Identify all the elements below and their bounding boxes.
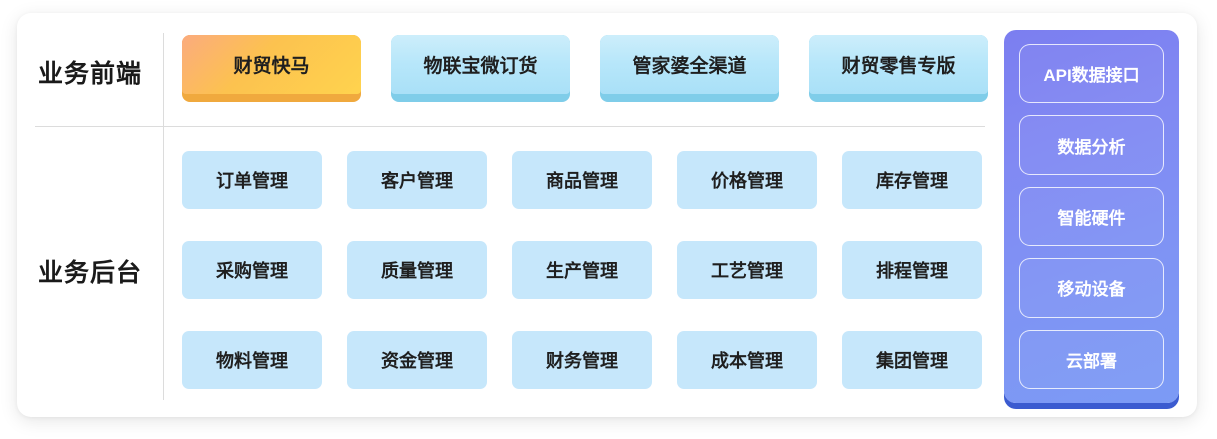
frontend-card-label: 物联宝微订货 xyxy=(423,56,538,77)
architecture-diagram-card: 业务前端 业务后台 财贸快马 物联宝微订货 管家婆全渠道 财贸零售专版 订单管理… xyxy=(17,13,1197,417)
backend-card[interactable]: 成本管理 xyxy=(677,331,817,389)
capability-item-cloud[interactable]: 云部署 xyxy=(1019,329,1164,390)
backend-card[interactable]: 订单管理 xyxy=(182,151,322,209)
backend-card[interactable]: 客户管理 xyxy=(347,151,487,209)
backend-card[interactable]: 商品管理 xyxy=(512,151,652,209)
capability-item-api[interactable]: API数据接口 xyxy=(1019,44,1164,104)
vertical-divider xyxy=(163,33,164,400)
backend-card[interactable]: 排程管理 xyxy=(842,241,982,299)
horizontal-divider xyxy=(35,126,985,127)
card-face xyxy=(182,35,361,94)
frontend-card-label: 管家婆全渠道 xyxy=(632,56,747,77)
backend-card[interactable]: 采购管理 xyxy=(182,241,322,299)
frontend-card-0[interactable]: 财贸快马 xyxy=(182,35,361,102)
capability-item-mobile[interactable]: 移动设备 xyxy=(1019,258,1164,318)
backend-card[interactable]: 集团管理 xyxy=(842,331,982,389)
frontend-card-row: 财贸快马 物联宝微订货 管家婆全渠道 财贸零售专版 xyxy=(182,35,988,102)
backend-card[interactable]: 质量管理 xyxy=(347,241,487,299)
backend-card[interactable]: 生产管理 xyxy=(512,241,652,299)
capability-item-analytics[interactable]: 数据分析 xyxy=(1019,115,1164,175)
backend-card-grid: 订单管理 客户管理 商品管理 价格管理 库存管理 采购管理 质量管理 生产管理 … xyxy=(182,151,982,389)
backend-card[interactable]: 财务管理 xyxy=(512,331,652,389)
frontend-card-3[interactable]: 财贸零售专版 xyxy=(809,35,988,102)
backend-card[interactable]: 工艺管理 xyxy=(677,241,817,299)
backend-card[interactable]: 价格管理 xyxy=(677,151,817,209)
card-face xyxy=(809,35,988,94)
section-label-frontend: 业务前端 xyxy=(37,60,142,88)
frontend-card-label: 财贸零售专版 xyxy=(841,56,956,77)
frontend-card-label: 财贸快马 xyxy=(233,56,310,77)
card-face xyxy=(600,35,779,94)
capability-panel: API数据接口 数据分析 智能硬件 移动设备 云部署 xyxy=(1004,30,1179,403)
section-label-backend: 业务后台 xyxy=(37,259,142,287)
backend-card[interactable]: 资金管理 xyxy=(347,331,487,389)
capability-item-hardware[interactable]: 智能硬件 xyxy=(1019,186,1164,247)
backend-card[interactable]: 库存管理 xyxy=(842,151,982,209)
backend-card[interactable]: 物料管理 xyxy=(182,331,322,389)
frontend-card-2[interactable]: 管家婆全渠道 xyxy=(600,35,779,102)
frontend-card-1[interactable]: 物联宝微订货 xyxy=(391,35,570,102)
card-face xyxy=(391,35,570,94)
